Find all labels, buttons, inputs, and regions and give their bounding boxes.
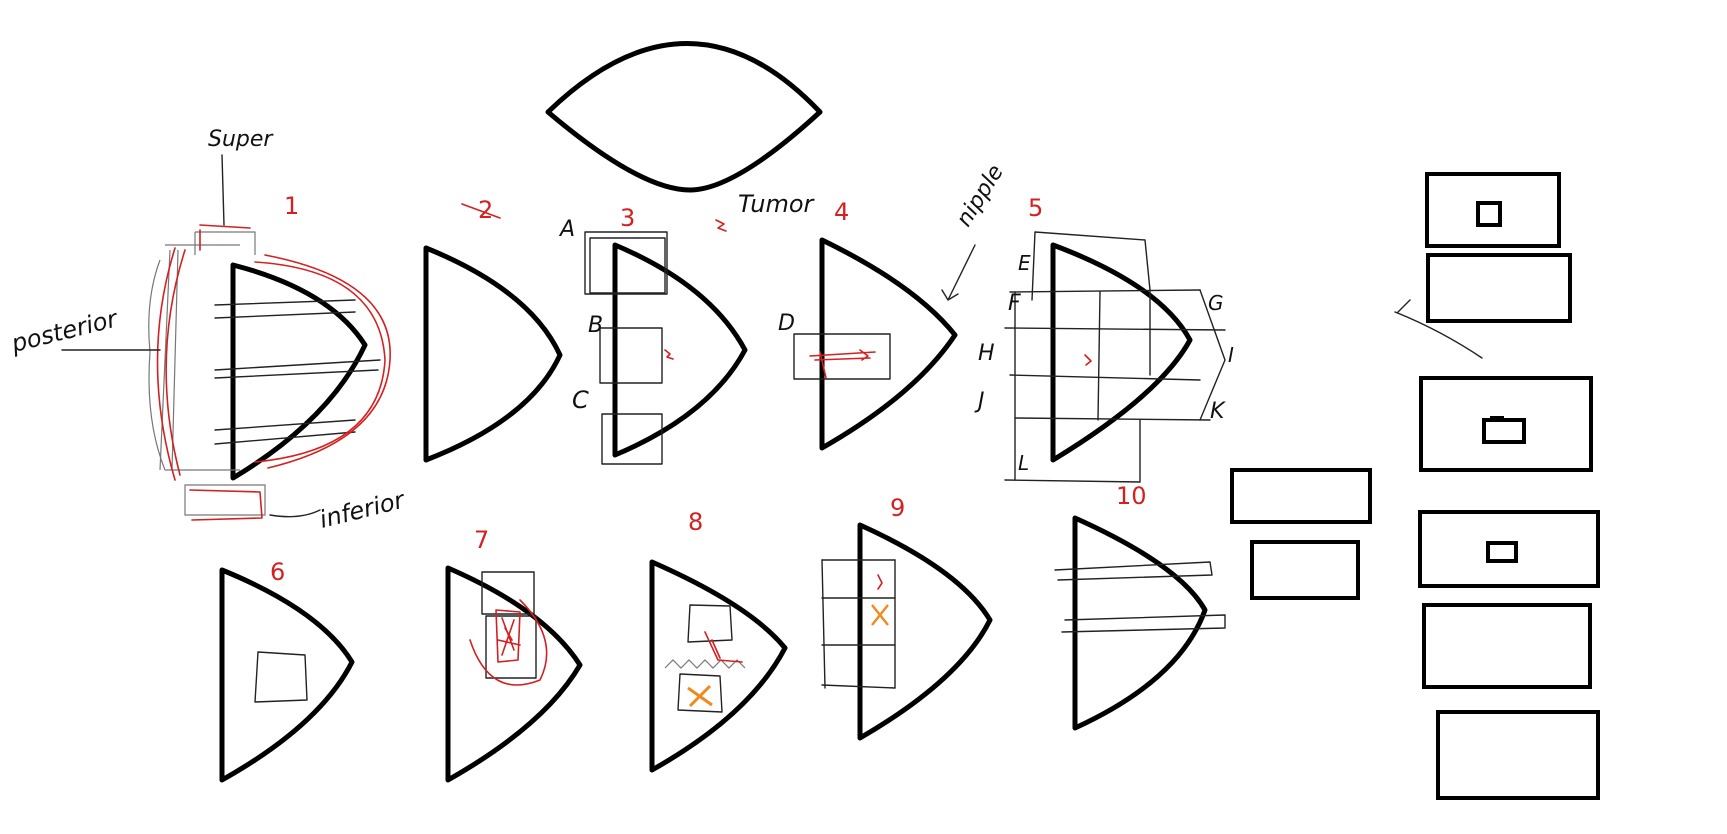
specimen-outline-10	[1072, 515, 1208, 731]
section-letter-g: G	[1208, 291, 1224, 315]
section-letter-d: D	[778, 311, 795, 336]
slice-box	[1418, 510, 1600, 588]
specimen-outline-2	[423, 245, 563, 463]
lesion-marker-box	[1476, 201, 1502, 227]
specimen-outline-7	[445, 565, 583, 783]
diagram-9: 9	[821, 494, 993, 741]
label-inferior: inferior	[317, 485, 409, 534]
slice-box	[1419, 376, 1593, 472]
number-5: 5	[1028, 194, 1043, 222]
section-letter-c: C	[572, 386, 589, 414]
section-letter-i: I	[1228, 343, 1234, 367]
section-letter-h: H	[978, 341, 995, 366]
slice-box	[1230, 468, 1372, 524]
breast-lens-outline	[545, 41, 823, 193]
section-letter-b: B	[588, 313, 603, 338]
slice-box	[1422, 603, 1592, 689]
section-letter-e: E	[1018, 251, 1031, 275]
number-7: 7	[474, 526, 489, 554]
diagram-10: 10	[1054, 482, 1226, 731]
diagram-4: D 4	[778, 198, 958, 451]
slice-box	[1436, 710, 1600, 800]
slice-box	[1425, 172, 1561, 248]
diagram-5: E F G H I J K L 5	[974, 194, 1234, 483]
specimen-outline-3	[612, 242, 748, 458]
number-6: 6	[270, 558, 285, 586]
number-1: 1	[284, 192, 299, 220]
specimen-outline-4	[819, 237, 958, 451]
specimen-outline-1	[230, 262, 368, 481]
nipple-annotation: nipple	[941, 161, 1009, 301]
label-tumor: Tumor	[738, 190, 816, 218]
number-9: 9	[890, 494, 905, 522]
slice-boxes-middle	[1230, 468, 1372, 600]
section-letter-j: J	[974, 389, 985, 414]
specimen-outline-6	[219, 567, 355, 783]
label-nipple: nipple	[952, 161, 1009, 232]
lesion-marker-box	[1482, 418, 1526, 444]
diagram-2: 2	[423, 196, 563, 463]
specimen-outline-5	[1050, 242, 1193, 463]
number-2: 2	[478, 196, 493, 224]
label-superior: Super	[208, 127, 274, 152]
diagram-7: 7	[445, 526, 583, 783]
diagram-3: A B C 3	[558, 204, 748, 465]
section-letter-k: K	[1210, 399, 1226, 424]
diagram-8: 8	[649, 508, 788, 773]
number-3: 3	[620, 204, 635, 232]
section-letter-l: L	[1018, 451, 1029, 475]
diagram-1: Super posterior inferior 1	[8, 127, 409, 534]
section-letter-a: A	[558, 217, 575, 242]
number-10: 10	[1116, 482, 1147, 510]
slice-box	[1426, 253, 1572, 323]
slice-box	[1250, 540, 1360, 600]
number-4: 4	[834, 198, 849, 226]
diagram-6: 6	[219, 558, 355, 783]
specimen-outline-8	[649, 559, 788, 773]
slice-boxes-right	[1394, 172, 1600, 800]
lesion-marker-box	[1486, 541, 1518, 563]
specimen-outline-9	[857, 522, 993, 741]
section-letter-f: F	[1008, 291, 1021, 316]
number-8: 8	[688, 508, 703, 536]
tumor-annotation: Tumor	[715, 190, 816, 232]
